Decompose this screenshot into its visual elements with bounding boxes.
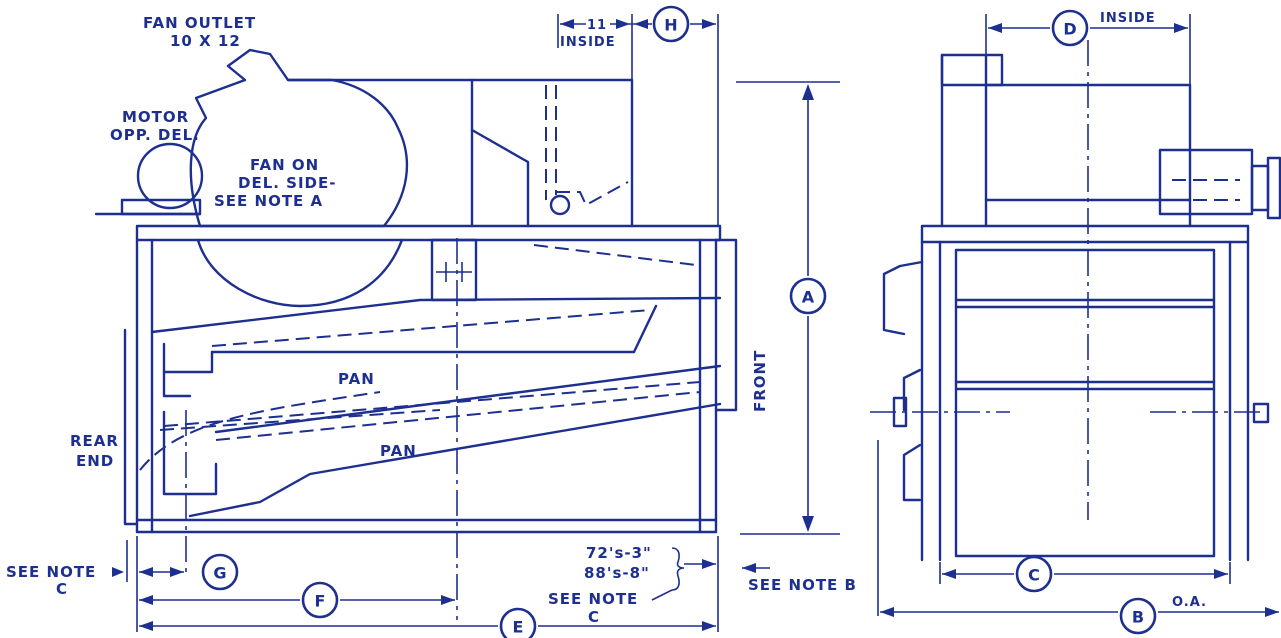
callout-F-label: F	[315, 592, 326, 611]
callout-E-label: E	[513, 618, 524, 637]
size-88-label: 88's-8"	[584, 564, 650, 582]
end-label: END	[76, 452, 114, 470]
front-label: FRONT	[751, 350, 769, 412]
pan-upper-label: PAN	[338, 370, 375, 388]
callout-H-label: H	[664, 16, 677, 35]
see-note-c-mid-letter: C	[588, 608, 600, 626]
fan-note-line-2: DEL. SIDE-	[238, 174, 336, 192]
callout-G: G	[201, 553, 239, 591]
see-note-b: SEE NOTE B	[748, 576, 857, 594]
fan-outlet-label: FAN OUTLET	[143, 14, 256, 32]
fan-outlet-size: 10 X 12	[170, 32, 241, 50]
see-note-c-left: SEE NOTE	[6, 563, 96, 581]
callout-H: H	[652, 5, 690, 43]
callout-A: A	[789, 277, 827, 315]
fan-note-line-1: FAN ON	[250, 156, 319, 174]
callout-B-label: B	[1132, 608, 1144, 627]
oa-label: O.A.	[1172, 595, 1207, 610]
callout-C-label: C	[1028, 566, 1040, 585]
dim-11-label: 11	[587, 18, 607, 33]
motor-label: MOTOR	[122, 108, 189, 126]
callout-B: B	[1119, 597, 1157, 635]
see-note-c-left-letter: C	[56, 580, 68, 598]
end-view	[870, 40, 1281, 562]
fan-note-line-3: SEE NOTE A	[214, 192, 323, 210]
callout-A-label: A	[802, 288, 815, 307]
callout-G-label: G	[213, 564, 226, 583]
motor-opp-label: OPP. DEL.	[110, 126, 200, 144]
callout-F: F	[301, 581, 339, 619]
fan-housing	[189, 48, 409, 228]
see-note-c-mid: SEE NOTE	[548, 590, 638, 608]
callout-D: D	[1051, 9, 1089, 47]
callout-C: C	[1015, 555, 1053, 593]
side-frame	[135, 224, 722, 242]
side-view	[94, 48, 738, 620]
callout-E: E	[499, 607, 537, 638]
pan-lower-label: PAN	[380, 442, 417, 460]
inside-right-label: INSIDE	[1100, 11, 1156, 26]
size-72-label: 72's-3"	[586, 544, 652, 562]
dimension-lines	[112, 14, 1279, 632]
rear-label: REAR	[70, 432, 119, 450]
inside-top-label: INSIDE	[560, 35, 616, 50]
motor	[136, 142, 204, 210]
callout-D-label: D	[1063, 20, 1076, 39]
end-motor	[1158, 148, 1254, 216]
